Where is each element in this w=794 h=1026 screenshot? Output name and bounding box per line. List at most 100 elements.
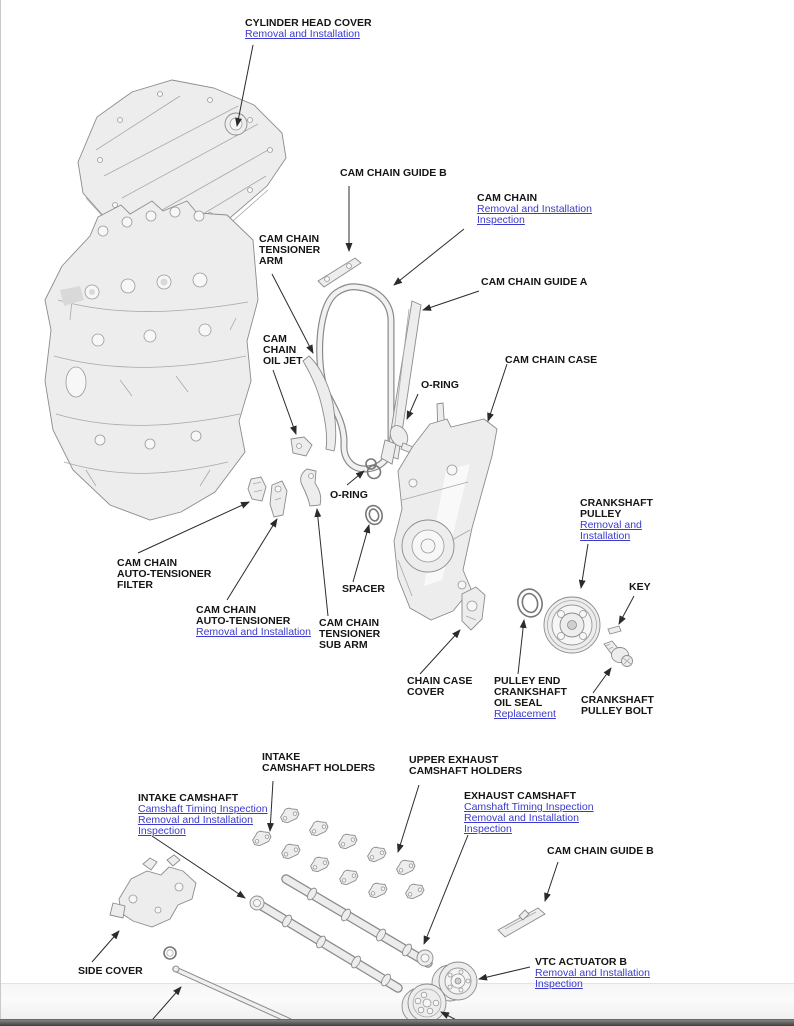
cam-chain-title-line: CAM CHAIN: [477, 192, 538, 204]
upper-exhaust-camshaft-holders-title-line: UPPER EXHAUST: [409, 754, 499, 766]
arrow-cam-chain-guide-b-bottom: [544, 861, 559, 902]
intake-camshaft-link-3[interactable]: Inspection: [138, 825, 186, 837]
crankshaft-pulley-bolt-part: [603, 640, 633, 667]
side-cover-label: SIDE COVER: [78, 966, 143, 977]
vtc-actuator-b-title-line: VTC ACTUATOR B: [535, 956, 627, 968]
arrow-upper-exhaust-camshaft-holders: [397, 784, 420, 853]
arrow-spacer: [352, 524, 371, 583]
upper-exhaust-camshaft-holders-title-line: CAMSHAFT HOLDERS: [409, 765, 523, 777]
arrow-cam-chain-tensioner-sub-arm: [314, 508, 329, 617]
pulley-end-crankshaft-oil-seal-title-line: CRANKSHAFT: [494, 686, 567, 698]
cam-chain-guide-b-top-part: [317, 257, 362, 288]
crankshaft-pulley-bolt-title-line: PULLEY BOLT: [581, 705, 653, 717]
cam-chain-tensioner-arm-title-line: CAM CHAIN: [259, 233, 320, 245]
window-bottom-edge: [0, 1019, 794, 1026]
intake-camshaft-part: [249, 895, 403, 993]
cam-chain-tensioner-arm-part: [302, 355, 337, 452]
o-ring-upper-title-line: O-RING: [421, 379, 459, 391]
arrow-cam-chain: [393, 228, 465, 286]
cam-chain-link-1[interactable]: Removal and Installation: [477, 203, 592, 215]
spacer-part: [365, 504, 383, 526]
intake-camshaft-holders-title-line: INTAKE: [262, 751, 301, 763]
arrow-cam-chain-auto-tensioner-filter: [137, 501, 250, 554]
cam-chain-tensioner-sub-arm-title-line: CAM CHAIN: [319, 617, 380, 629]
pulley-end-crankshaft-oil-seal-link-1[interactable]: Replacement: [494, 708, 556, 720]
exhaust-camshaft-link-2[interactable]: Removal and Installation: [464, 812, 579, 824]
cam-chain-guide-a-label: CAM CHAIN GUIDE A: [481, 277, 587, 288]
spacer-label: SPACER: [342, 584, 385, 595]
cam-chain-case-label: CAM CHAIN CASE: [505, 355, 597, 366]
o-ring-lower-title-line: O-RING: [330, 489, 368, 501]
o-ring-lower-label: O-RING: [330, 490, 368, 501]
crankshaft-pulley-title-line: PULLEY: [580, 508, 622, 520]
arrow-intake-camshaft-holders: [266, 780, 274, 832]
cam-chain-guide-b-bottom-part: [497, 907, 546, 938]
cam-chain-guide-a-part: [380, 300, 422, 465]
side-cover-part: [109, 854, 197, 928]
arrow-intake-camshaft: [151, 835, 246, 899]
cam-chain-oil-jet-title-line: CHAIN: [263, 344, 297, 356]
window-left-edge: [0, 0, 1, 1026]
crankshaft-pulley-link-2[interactable]: Installation: [580, 530, 631, 542]
crankshaft-pulley-title-line: CRANKSHAFT: [580, 497, 653, 509]
arrow-crankshaft-pulley: [578, 543, 589, 589]
cam-chain-auto-tensioner-filter-title-line: FILTER: [117, 579, 153, 591]
exhaust-camshaft-link-1[interactable]: Camshaft Timing Inspection: [464, 801, 594, 813]
arrow-cam-chain-case: [487, 363, 508, 422]
arrow-cylinder-head-cover: [235, 44, 254, 127]
cam-chain-auto-tensioner-link-1[interactable]: Removal and Installation: [196, 626, 311, 638]
crankshaft-pulley-link-1[interactable]: Removal and: [580, 519, 642, 531]
cam-chain-oil-jet-title-line: OIL JET: [263, 355, 303, 367]
cam-chain-guide-b-top-label: CAM CHAIN GUIDE B: [340, 168, 447, 179]
intake-camshaft-link-1[interactable]: Camshaft Timing Inspection: [138, 803, 268, 815]
arrow-crankshaft-pulley-bolt: [592, 667, 612, 694]
exhaust-camshaft-link-3[interactable]: Inspection: [464, 823, 512, 835]
cam-chain-case-title-line: CAM CHAIN CASE: [505, 354, 598, 366]
cam-chain-guide-b-bottom-label: CAM CHAIN GUIDE B: [547, 846, 654, 857]
chain-case-cover-title-line: COVER: [407, 686, 445, 698]
arrow-o-ring-upper: [406, 393, 419, 420]
intake-camshaft-link-2[interactable]: Removal and Installation: [138, 814, 253, 826]
key-title-line: KEY: [629, 581, 651, 593]
side-cover-title-line: SIDE COVER: [78, 965, 143, 977]
long-rod-part: [172, 965, 293, 1024]
arrow-cam-chain-guide-a: [422, 290, 480, 311]
exhaust-camshaft-title-line: EXHAUST CAMSHAFT: [464, 790, 576, 802]
pulley-end-crankshaft-oil-seal-part: [517, 588, 543, 618]
cam-chain-auto-tensioner-title-line: AUTO-TENSIONER: [196, 615, 291, 627]
o-ring-upper-label: O-RING: [421, 380, 459, 391]
key-part: [607, 625, 622, 635]
pulley-end-crankshaft-oil-seal-title-line: PULLEY END: [494, 675, 561, 687]
key-label: KEY: [629, 582, 651, 593]
cam-chain-oil-jet-part: [290, 436, 313, 457]
vtc-actuator-b-link-1[interactable]: Removal and Installation: [535, 967, 650, 979]
cam-chain-auto-tensioner-title-line: CAM CHAIN: [196, 604, 257, 616]
cam-chain-tensioner-arm-title-line: ARM: [259, 255, 283, 267]
vtc-actuator-b-link-2[interactable]: Inspection: [535, 978, 583, 990]
arrow-key: [618, 595, 635, 625]
cam-chain-oil-jet-title-line: CAM: [263, 333, 287, 345]
cam-chain-tensioner-sub-arm-title-line: SUB ARM: [319, 639, 368, 651]
cam-chain-link-2[interactable]: Inspection: [477, 214, 525, 226]
crankshaft-pulley-part: [543, 596, 601, 654]
cam-chain-guide-a-title-line: CAM CHAIN GUIDE A: [481, 276, 588, 288]
cam-chain-auto-tensioner-filter-title-line: AUTO-TENSIONER: [117, 568, 212, 580]
cam-chain-tensioner-arm-title-line: TENSIONER: [259, 244, 321, 256]
cylinder-head-cover-link-1[interactable]: Removal and Installation: [245, 28, 360, 40]
crankshaft-pulley-bolt-title-line: CRANKSHAFT: [581, 694, 654, 706]
